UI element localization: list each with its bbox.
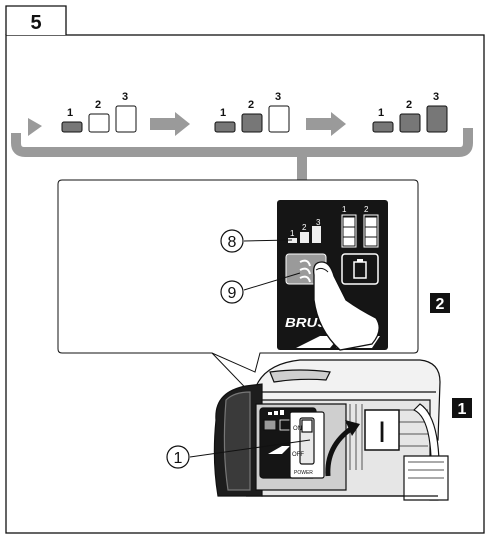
led-2-off (88, 113, 110, 133)
step-num: 3 (433, 91, 439, 103)
loop-arrow-head (28, 118, 42, 136)
callout-8: 8 (228, 234, 237, 251)
callout-9: 9 (228, 285, 237, 302)
battery-slot-number: 2 (364, 205, 369, 214)
panel-led-1 (288, 238, 297, 243)
panel-digit: 2 (302, 223, 307, 232)
figure-number-tab (5, 5, 67, 35)
panel-label-1: 1 (458, 401, 467, 418)
step-num: 3 (122, 91, 128, 103)
step-num: 2 (406, 99, 412, 111)
curved-arrow-icon (325, 425, 354, 477)
panel-label-2: 2 (436, 296, 445, 313)
switch-off-label: OFF (292, 452, 304, 458)
callout-1: 1 (174, 450, 183, 467)
part-label-switch: I (378, 416, 386, 449)
callout-circle (220, 280, 244, 304)
battery-button (341, 253, 379, 285)
step-num: 1 (220, 107, 226, 119)
led-1-lit (372, 121, 394, 133)
battery-icon (353, 259, 367, 279)
switch-power-label: POWER (294, 470, 313, 476)
step-num: 2 (95, 99, 101, 111)
led-3-off (115, 105, 137, 133)
figure-number: 5 (30, 12, 41, 34)
led-3-off (268, 105, 290, 133)
loop-arrow-icon (11, 128, 473, 157)
led-2-lit (241, 113, 263, 133)
mode-icon (299, 259, 311, 283)
battery-gauge-1 (341, 214, 357, 248)
panel-label-2-box (430, 293, 450, 313)
sequence-state-2: 1 2 3 (214, 91, 290, 133)
panel-digit: 3 (316, 218, 321, 227)
callout-circle (166, 445, 190, 469)
sequence-state-1: 1 2 3 (61, 91, 137, 133)
step-num: 2 (248, 99, 254, 111)
panel-label-1-box (452, 398, 472, 418)
right-arrow-icon (150, 112, 190, 136)
step-num: 3 (275, 91, 281, 103)
panel-led-3 (312, 226, 321, 243)
tool-right-fins (380, 409, 428, 447)
step-num: 1 (67, 107, 73, 119)
sequence-state-3: 1 2 3 (372, 91, 448, 133)
tool-illustration: ON OFF POWER (213, 359, 449, 501)
led-1-lit (214, 121, 236, 133)
panel-led-2 (300, 232, 309, 243)
hand-pointer-icon (313, 261, 380, 351)
callout-leader (189, 439, 311, 458)
led-3-lit (426, 105, 448, 133)
switch-on-label: ON (293, 426, 302, 432)
curved-arrow-head (345, 420, 360, 436)
battery-slot-number: 1 (342, 205, 347, 214)
callout-circle (220, 229, 244, 253)
part-label-box (364, 409, 400, 451)
battery-gauge-2 (363, 214, 379, 248)
led-1-lit (61, 121, 83, 133)
right-arrow-icon (306, 112, 346, 136)
callout-leader (243, 272, 301, 291)
tool-vents (349, 404, 363, 470)
callout-leader (243, 239, 293, 242)
step-num: 1 (378, 107, 384, 119)
led-2-lit (399, 113, 421, 133)
figure-frame (5, 34, 485, 534)
panel-digit: 1 (290, 229, 295, 238)
